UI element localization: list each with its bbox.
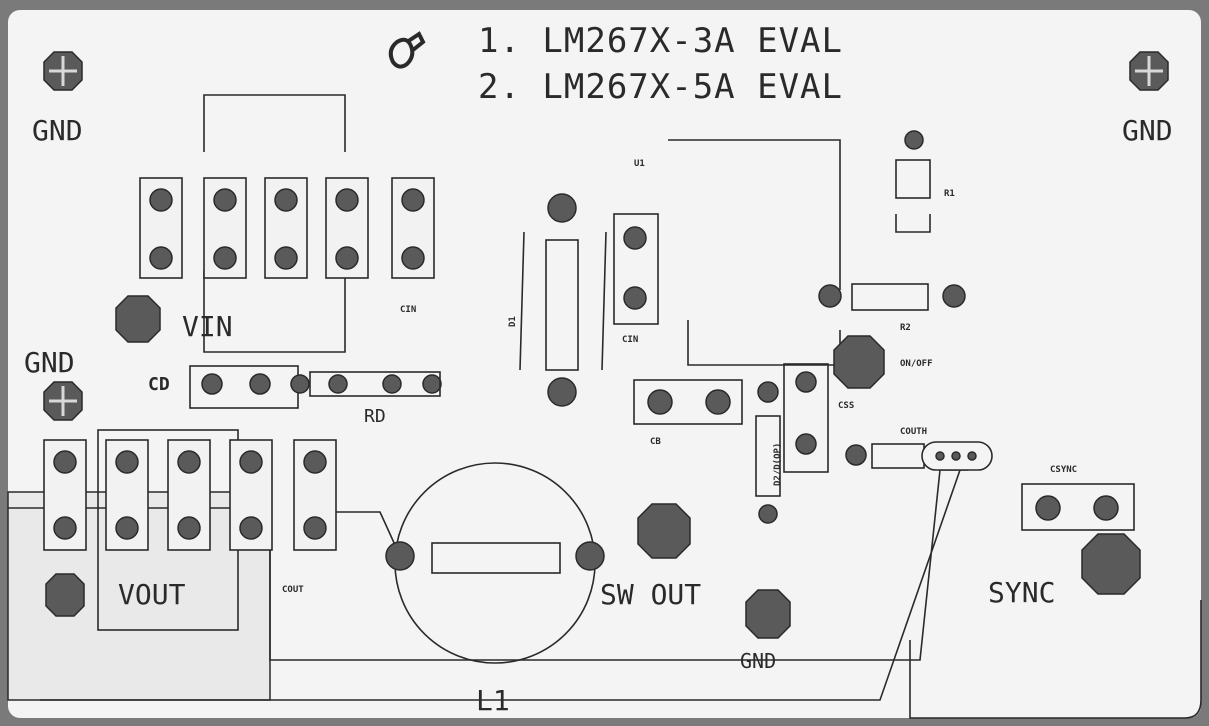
cb-footprint: [633, 379, 743, 425]
r2-label: R2: [900, 323, 911, 333]
d1-pad-bottom: [547, 377, 577, 407]
gnd-label-bottom: GND: [740, 649, 776, 673]
couth-pin-1: [935, 451, 945, 461]
l1-lead-trace: [336, 511, 401, 557]
gnd-label-top-right: GND: [1122, 114, 1173, 147]
r2-pad-right: [942, 284, 966, 308]
gnd-pad-left: [43, 381, 83, 421]
d1-label: D1: [508, 316, 518, 327]
on-off-label: ON/OFF: [900, 359, 933, 369]
r1-body: [895, 159, 931, 199]
couth-label: COUTH: [900, 427, 927, 437]
vout-label: VOUT: [118, 578, 186, 611]
vin-pad: [115, 295, 161, 343]
on-off-pad: [833, 335, 885, 389]
cout-label: COUT: [282, 585, 304, 595]
u1-label: U1: [634, 159, 645, 169]
r2-body: [851, 283, 929, 311]
cin-label-center: CIN: [622, 335, 638, 345]
rd-label: RD: [364, 406, 386, 427]
d2-label: D2/D(OP): [773, 443, 783, 486]
gnd-label-left: GND: [24, 346, 75, 379]
cd-label: CD: [148, 374, 170, 395]
vin-header-4: [325, 177, 369, 279]
board-title-line-1: 1. LM267X-3A EVAL: [478, 21, 843, 61]
vin-label: VIN: [182, 310, 233, 343]
css-footprint: [757, 363, 829, 473]
sync-label: SYNC: [988, 576, 1055, 609]
vout-pad: [45, 573, 85, 617]
gnd-pad-top-left: [43, 51, 83, 91]
l1-pad-right: [575, 541, 605, 571]
couth-pin-3: [967, 451, 977, 461]
vout-header-2: [105, 439, 149, 551]
vin-header-2: [203, 177, 247, 279]
cin-outline: [203, 94, 346, 353]
cin-label-left: CIN: [400, 305, 416, 315]
d2-pad-bottom: [758, 504, 778, 524]
vout-header-1: [43, 439, 87, 551]
couth-pad: [845, 444, 867, 466]
vout-header-3: [167, 439, 211, 551]
gnd-label-top-left: GND: [32, 114, 83, 147]
vin-header-1: [139, 177, 183, 279]
r1-label: R1: [944, 189, 955, 199]
r1-lead: [895, 214, 931, 233]
d2-body: [755, 415, 781, 497]
vout-header-5: [293, 439, 337, 551]
d1-pad-top: [547, 193, 577, 223]
national-logo-icon: [388, 31, 426, 69]
ground-trace: [40, 469, 961, 701]
right-ground-outline: [909, 600, 1202, 719]
d1-body: [545, 239, 579, 371]
vout-header-4: [229, 439, 273, 551]
couth-pin-2: [951, 451, 961, 461]
l1-body: [431, 542, 561, 574]
gnd-pad-top-right: [1129, 51, 1169, 91]
css-label: CSS: [838, 401, 854, 411]
csync-label: CSYNC: [1050, 465, 1077, 475]
cin-small-footprint: [613, 213, 659, 325]
l1-label: L1: [476, 684, 510, 717]
vin-header-3: [264, 177, 308, 279]
r1-pad-top: [904, 130, 924, 150]
d1-outline: [519, 231, 607, 371]
cd-rd-footprint: [189, 365, 442, 409]
l1-pad-left: [385, 541, 415, 571]
board-title-line-2: 2. LM267X-5A EVAL: [478, 67, 843, 107]
sync-pad: [1081, 533, 1141, 595]
sw-out-label: SW OUT: [600, 578, 701, 611]
csync-footprint: [1021, 483, 1135, 531]
vin-header-5: [391, 177, 435, 279]
r2-pad-left: [818, 284, 842, 308]
sw-out-pad: [637, 503, 691, 559]
cb-label: CB: [650, 437, 661, 447]
gnd-pad-bottom: [745, 589, 791, 639]
